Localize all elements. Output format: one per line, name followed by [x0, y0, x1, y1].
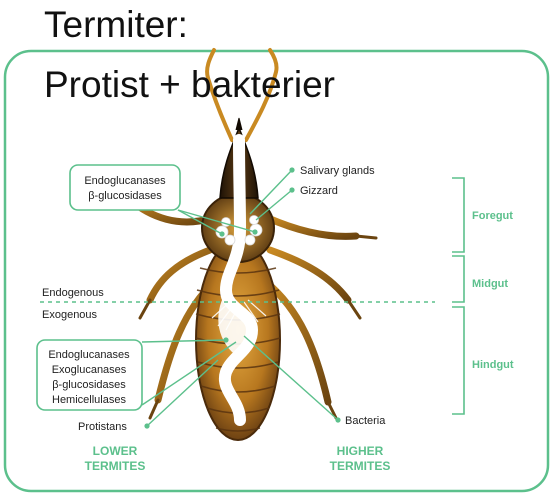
enzyme-bottom-line-3: β-glucosidases: [52, 379, 126, 391]
lower-termites-line-1: LOWER: [93, 444, 138, 458]
lower-termites-line-2: TERMITES: [85, 459, 146, 473]
mandibles: [236, 118, 242, 130]
enzyme-top-line-2: β-glucosidases: [88, 190, 162, 202]
foregut-label: Foregut: [472, 210, 513, 222]
hindgut-label: Hindgut: [472, 359, 514, 371]
higher-termites-line-1: HIGHER: [337, 444, 384, 458]
enzyme-bottom-line-1: Endoglucanases: [48, 349, 130, 361]
enzyme-bottom-line-2: Exoglucanases: [52, 364, 127, 376]
higher-termites-line-2: TERMITES: [330, 459, 391, 473]
gut-region-brackets: [452, 178, 464, 414]
endogenous-label: Endogenous: [42, 287, 104, 299]
enzyme-box-top: [70, 165, 180, 210]
enzyme-bottom-line-4: Hemicellulases: [52, 394, 126, 406]
protistans-label: Protistans: [78, 421, 127, 433]
salivary-glands-label: Salivary glands: [300, 165, 375, 177]
enzyme-top-line-1: Endoglucanases: [84, 175, 166, 187]
slide-title-line-1: Termiter:: [44, 6, 188, 43]
midgut-label: Midgut: [472, 278, 508, 290]
gizzard-label: Gizzard: [300, 185, 338, 197]
slide-title-line-2: Protist + bakterier: [44, 66, 335, 103]
bacteria-label: Bacteria: [345, 415, 386, 427]
exogenous-label: Exogenous: [42, 309, 98, 321]
